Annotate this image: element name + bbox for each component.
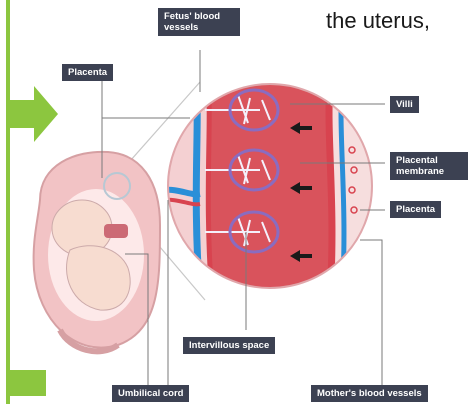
label-placenta-left: Placenta [62,64,113,81]
green-bar-bottom [6,370,46,396]
label-intervillous-space: Intervillous space [183,337,275,354]
label-placenta-right: Placenta [390,201,441,218]
label-villi: Villi [390,96,419,113]
label-umbilical-cord: Umbilical cord [112,385,189,402]
placenta-tissue [104,224,128,238]
header-text: the uterus, [326,8,430,34]
green-arrow-top [6,86,58,142]
green-side-bar [6,0,10,404]
label-placental-membrane: Placental membrane [390,152,468,180]
magnified-section [160,80,390,300]
label-mothers-blood-vessels: Mother's blood vessels [311,385,428,402]
label-fetus-blood-vessels: Fetus' blood vessels [158,8,240,36]
